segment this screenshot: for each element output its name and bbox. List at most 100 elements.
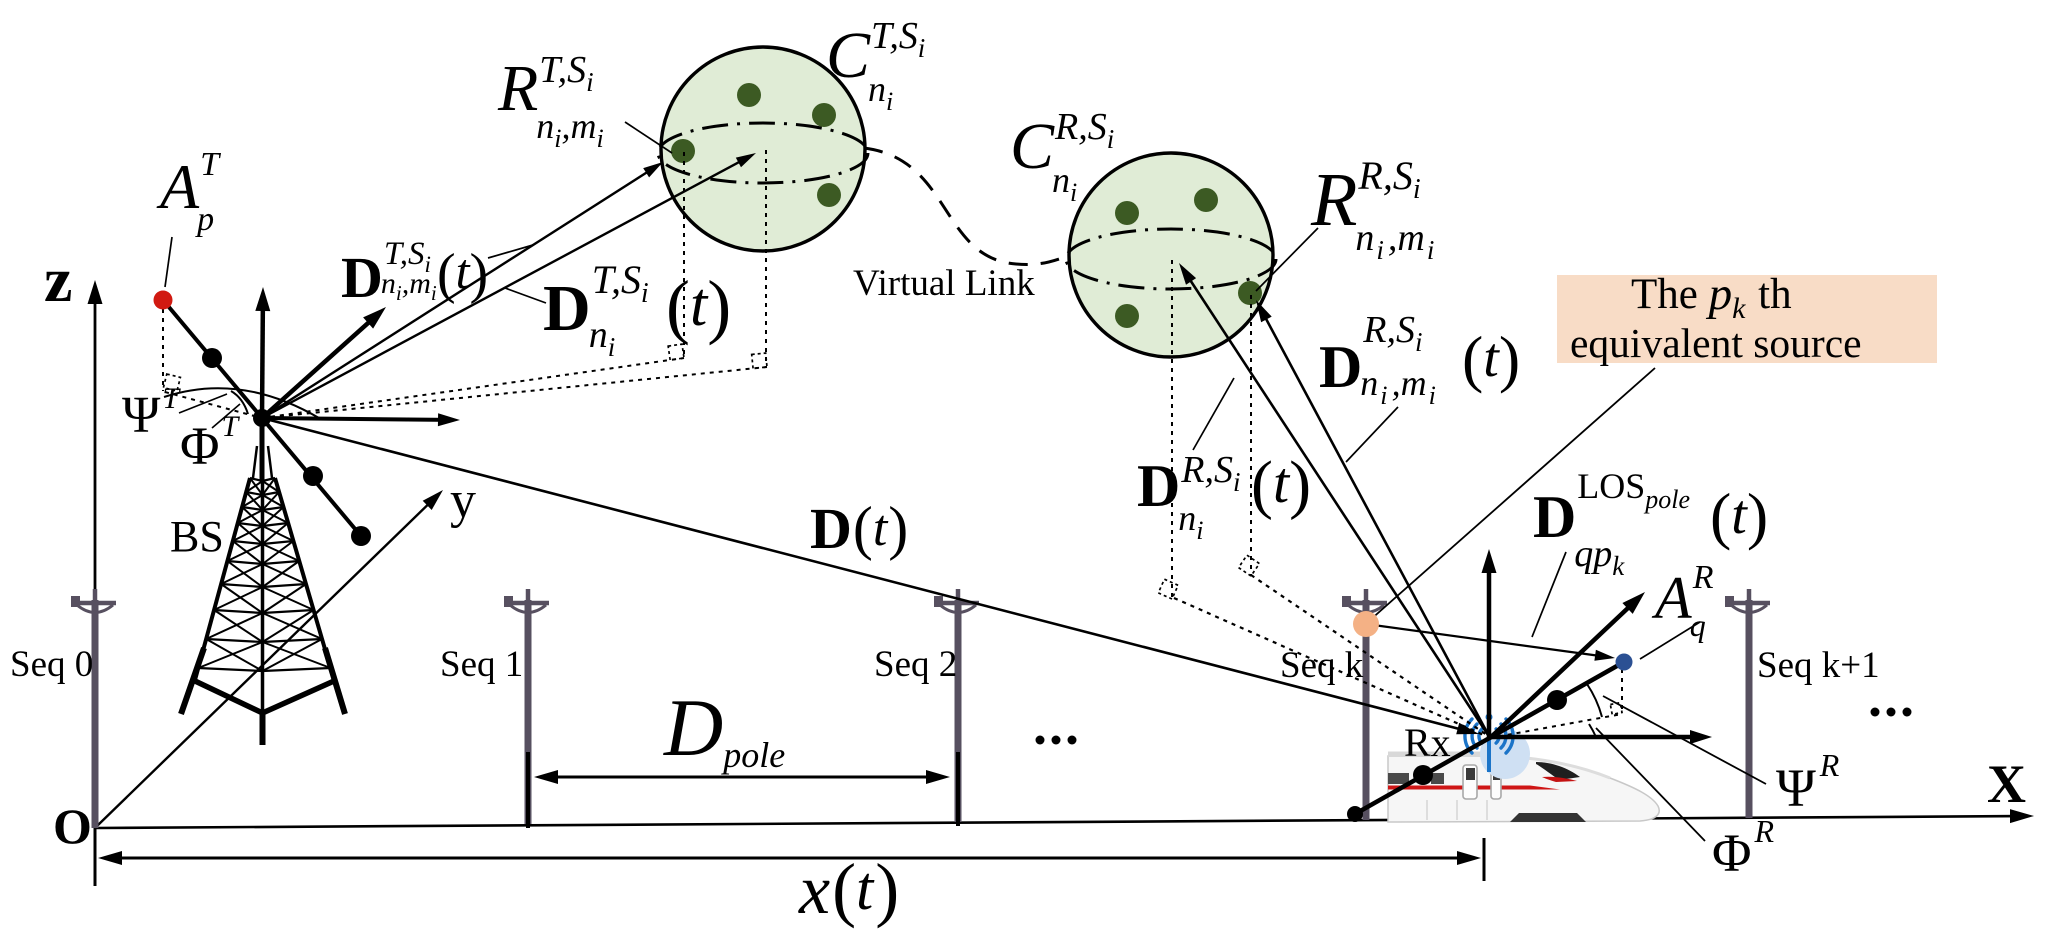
svg-text:y: y — [450, 472, 476, 529]
svg-text:x: x — [798, 852, 830, 929]
svg-text:i: i — [1107, 124, 1115, 154]
svg-text:i: i — [425, 252, 431, 277]
svg-text:p: p — [195, 201, 214, 238]
svg-text:BS: BS — [170, 512, 224, 561]
svg-text:qp: qp — [1574, 533, 1612, 575]
svg-text:R: R — [1310, 158, 1357, 242]
svg-text:pole: pole — [720, 735, 785, 775]
svg-text:D: D — [543, 272, 591, 345]
svg-text:t: t — [456, 243, 471, 299]
svg-text:LOS: LOS — [1577, 466, 1645, 506]
svg-text:t: t — [873, 500, 889, 557]
svg-text:(: ( — [853, 495, 873, 561]
svg-text:Seq 1: Seq 1 — [440, 644, 523, 685]
svg-text:Seq 2: Seq 2 — [874, 644, 957, 685]
svg-text:(: ( — [666, 266, 690, 346]
svg-text:i: i — [608, 332, 616, 362]
svg-text:R: R — [497, 52, 538, 125]
svg-text:T,S: T,S — [871, 15, 918, 57]
svg-text:T: T — [222, 410, 241, 443]
svg-text:i: i — [1429, 381, 1436, 410]
svg-text:t: t — [1273, 450, 1291, 515]
svg-text:C: C — [826, 19, 871, 92]
svg-text:): ) — [875, 849, 899, 929]
svg-text:(: ( — [1251, 448, 1273, 521]
svg-text:(: ( — [437, 243, 456, 305]
svg-text:R,S: R,S — [1180, 449, 1233, 491]
svg-text:R,S: R,S — [1362, 309, 1415, 351]
svg-text:R,S: R,S — [1357, 153, 1412, 198]
svg-text:t: t — [1731, 484, 1748, 546]
svg-text:): ) — [1499, 323, 1520, 394]
svg-text:i: i — [1376, 235, 1384, 265]
svg-text:C: C — [1010, 110, 1055, 183]
svg-text:i: i — [431, 281, 437, 305]
svg-text:): ) — [707, 266, 731, 346]
svg-text:i: i — [918, 33, 926, 63]
svg-text:i: i — [1070, 178, 1077, 207]
svg-text:(: ( — [1462, 323, 1483, 394]
svg-text:X: X — [1987, 754, 2026, 814]
svg-text:D: D — [1533, 484, 1576, 550]
svg-text:(: ( — [832, 849, 856, 929]
svg-text:,m: ,m — [562, 106, 597, 146]
svg-text:i: i — [886, 87, 893, 116]
svg-text:t: t — [856, 855, 875, 923]
svg-text:T: T — [200, 146, 221, 183]
svg-text:A: A — [1651, 565, 1692, 631]
svg-text:i: i — [586, 67, 594, 97]
svg-text:q: q — [1690, 607, 1706, 643]
svg-text:t: t — [1483, 327, 1500, 389]
svg-text:D: D — [1319, 334, 1362, 400]
svg-text:i: i — [554, 124, 561, 153]
svg-text:equivalent source: equivalent source — [1570, 320, 1862, 366]
svg-text:Φ: Φ — [180, 416, 219, 476]
svg-text:): ) — [888, 495, 908, 561]
svg-text:Seq k: Seq k — [1280, 645, 1364, 686]
svg-text:): ) — [1747, 480, 1768, 551]
svg-text:i: i — [1233, 467, 1241, 497]
svg-text:): ) — [470, 243, 489, 305]
svg-text:n: n — [589, 314, 608, 356]
svg-text:z: z — [44, 244, 72, 315]
svg-text:k: k — [1612, 551, 1625, 581]
svg-text:R: R — [1692, 559, 1714, 596]
svg-text:): ) — [1289, 448, 1311, 521]
svg-text:k: k — [1732, 292, 1746, 325]
svg-text:The: The — [1631, 271, 1709, 318]
svg-text:Rx: Rx — [1404, 720, 1451, 765]
svg-text:i: i — [641, 278, 649, 309]
svg-text:n: n — [536, 106, 554, 146]
svg-text:T: T — [162, 382, 181, 415]
svg-text:R,S: R,S — [1054, 106, 1107, 148]
svg-text:n: n — [1052, 160, 1070, 200]
svg-text:O: O — [53, 798, 92, 854]
svg-text:Φ: Φ — [1712, 823, 1751, 883]
svg-text:A: A — [156, 151, 200, 222]
svg-text:n: n — [1178, 498, 1196, 538]
svg-text:i: i — [1415, 327, 1423, 357]
svg-text:D: D — [663, 682, 723, 773]
svg-text:D: D — [810, 496, 852, 561]
svg-text:,m: ,m — [402, 267, 431, 300]
svg-text:n: n — [1355, 217, 1374, 259]
svg-text:,m: ,m — [1392, 363, 1427, 403]
svg-text:i: i — [396, 281, 402, 305]
svg-text:p: p — [1706, 268, 1733, 320]
svg-text:i: i — [597, 124, 604, 153]
svg-text:n: n — [381, 267, 396, 300]
svg-text:Ψ: Ψ — [122, 387, 161, 444]
svg-text:i: i — [1196, 516, 1203, 545]
svg-text:n: n — [868, 69, 886, 109]
svg-text:Ψ: Ψ — [1776, 758, 1816, 818]
svg-text:th: th — [1747, 271, 1791, 318]
svg-text:T,S: T,S — [592, 257, 641, 302]
svg-text:i: i — [1427, 235, 1435, 265]
svg-text:D: D — [341, 245, 383, 310]
svg-text:R: R — [1819, 747, 1840, 783]
svg-text:n: n — [1360, 363, 1378, 403]
svg-text:,m: ,m — [1388, 217, 1425, 259]
svg-text:T,S: T,S — [539, 49, 586, 91]
svg-text:i: i — [1413, 174, 1421, 205]
svg-text:R: R — [1754, 813, 1775, 849]
